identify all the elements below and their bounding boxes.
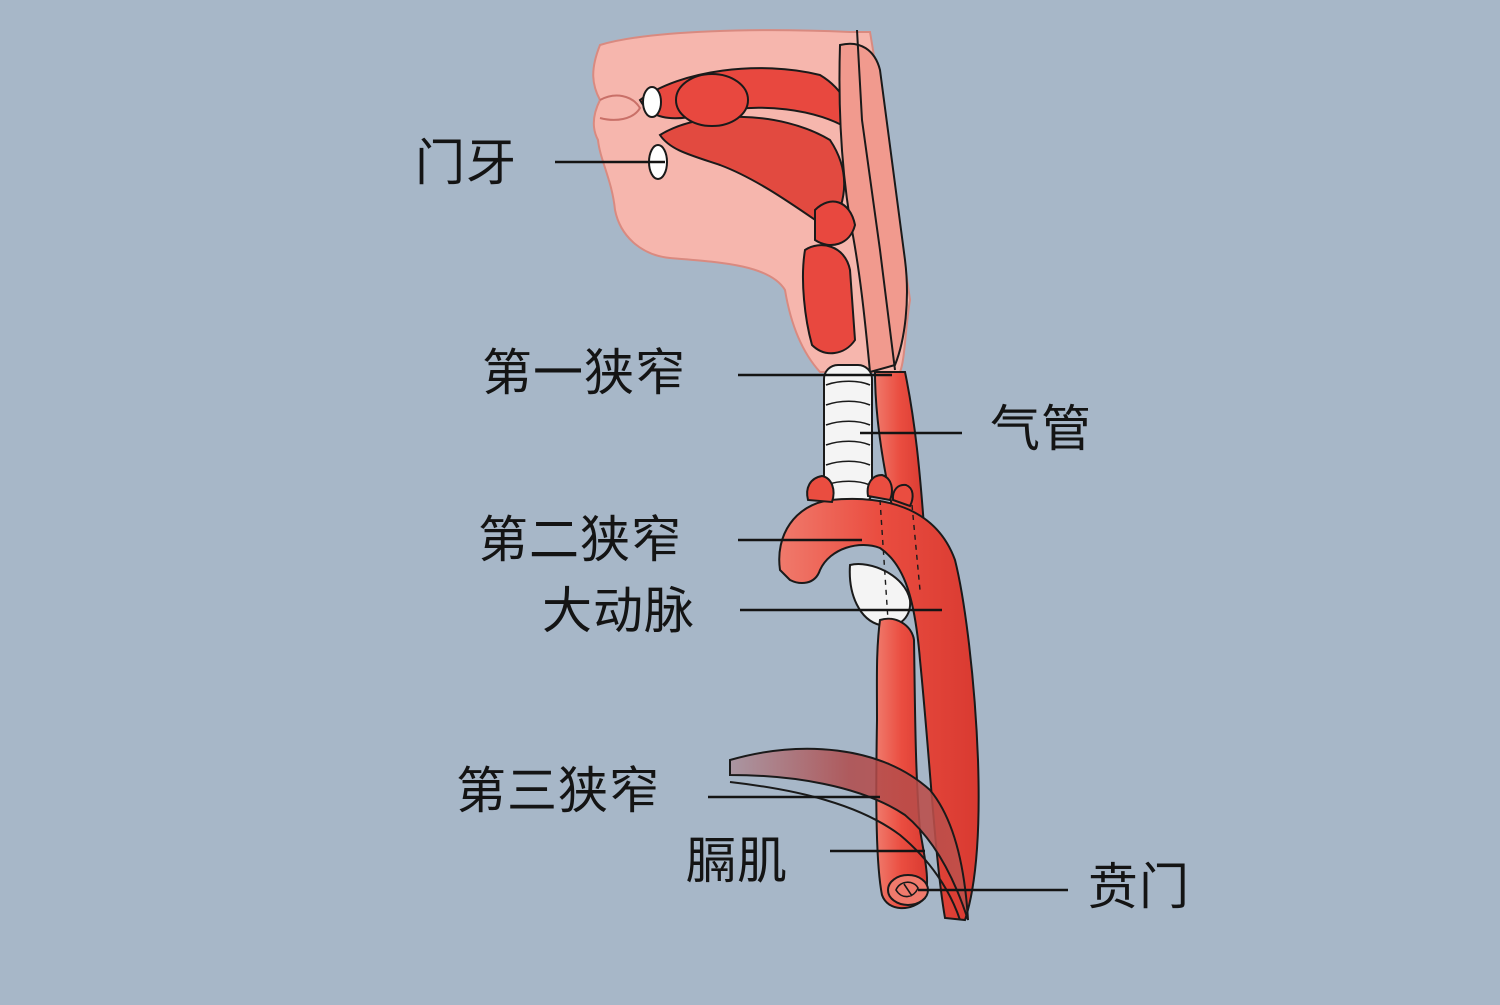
aortic-branch-1 bbox=[806, 474, 835, 504]
diaphragm-muscle bbox=[729, 747, 969, 921]
label-incisor: 门牙 bbox=[415, 134, 517, 192]
larynx bbox=[801, 244, 857, 355]
aortic-branch-3 bbox=[891, 483, 914, 508]
incisor-teeth bbox=[642, 86, 668, 180]
label-trachea: 气管 bbox=[990, 400, 1092, 458]
nasal-turbinate bbox=[675, 73, 749, 127]
label-cardia: 贲门 bbox=[1088, 858, 1190, 916]
epiglottis bbox=[814, 200, 857, 246]
lip-curve bbox=[599, 94, 642, 121]
label-second-narrowing: 第二狭窄 bbox=[478, 511, 682, 569]
head-section bbox=[592, 29, 912, 374]
upper-incisor bbox=[642, 86, 662, 118]
label-diaphragm: 膈肌 bbox=[686, 832, 788, 890]
aortic-branch-2 bbox=[866, 473, 893, 502]
hidden-esophagus-edge bbox=[879, 499, 921, 621]
vertebral-line bbox=[856, 29, 896, 371]
label-aorta: 大动脉 bbox=[542, 582, 695, 640]
label-third-narrowing: 第三狭窄 bbox=[456, 762, 660, 820]
label-first-narrowing: 第一狭窄 bbox=[482, 344, 686, 402]
leader-lines bbox=[555, 160, 1068, 892]
